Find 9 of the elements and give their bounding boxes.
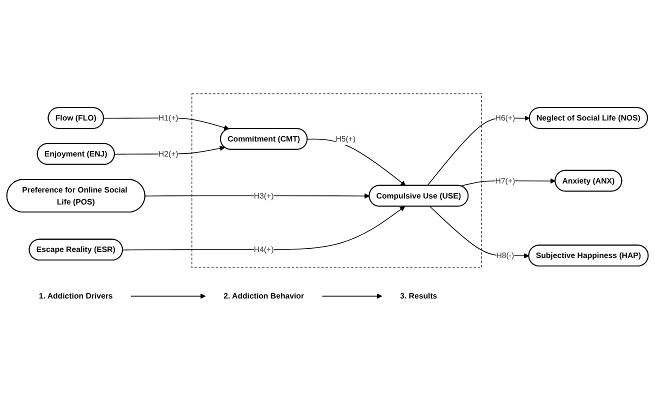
arrow [307,138,406,186]
arrow [144,192,370,198]
arrow [322,293,382,298]
arrow [430,206,530,258]
cluster [192,93,482,268]
arrow [130,293,206,298]
arrow [122,206,406,250]
arrow [114,145,226,154]
arrow [103,117,230,130]
